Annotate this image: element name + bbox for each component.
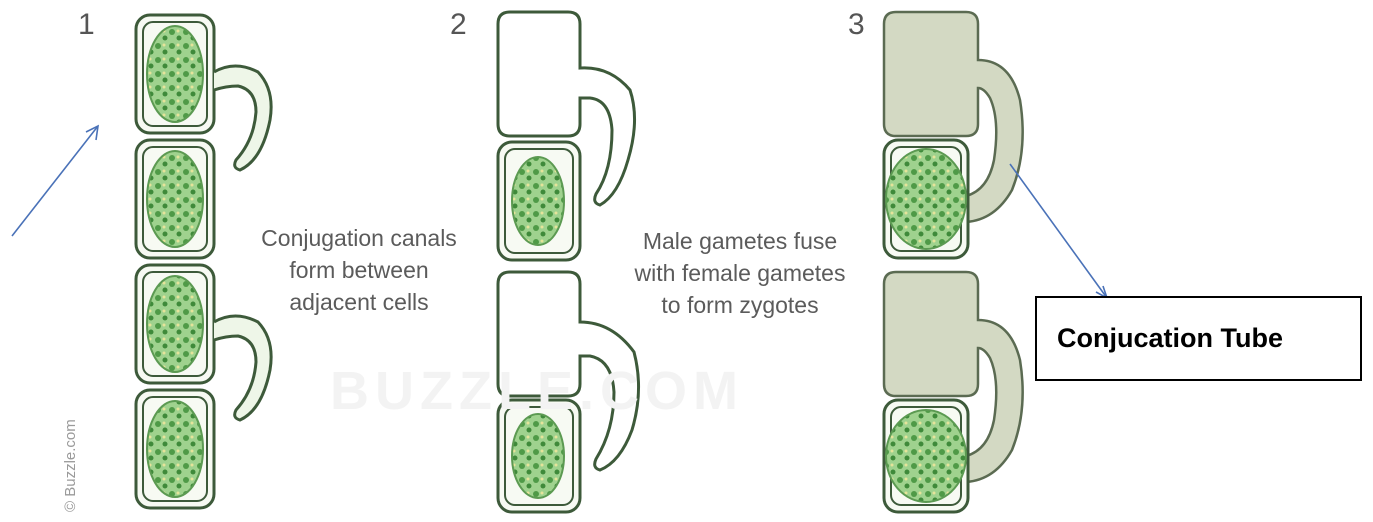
caption-line: Male gametes fuse (600, 225, 880, 257)
caption-line: to form zygotes (600, 289, 880, 321)
conjugation-tube-label: Conjucation Tube (1057, 323, 1283, 354)
caption-line: with female gametes (600, 257, 880, 289)
conjugation-tube-label-box: Conjucation Tube (1035, 296, 1362, 381)
filament-3 (884, 12, 1023, 512)
cell (884, 140, 968, 258)
cell (136, 390, 214, 508)
copyright-watermark: © Buzzle.com (62, 419, 79, 512)
step-number-3: 3 (848, 8, 865, 42)
caption-line: adjacent cells (228, 286, 490, 318)
cell (136, 140, 214, 258)
pointer-arrow-left (12, 126, 98, 236)
cell (884, 400, 968, 512)
background-watermark: BUZZLE.COM (330, 360, 744, 422)
caption-line: form between (228, 254, 490, 286)
caption-line: Conjugation canals (228, 222, 490, 254)
step-number-2: 2 (450, 8, 467, 42)
cell (498, 142, 580, 260)
step-number-1: 1 (78, 8, 95, 42)
pointer-arrow-tube (1010, 164, 1107, 298)
caption-step-1: Conjugation canals form between adjacent… (228, 222, 490, 318)
caption-step-2: Male gametes fuse with female gametes to… (600, 225, 880, 321)
